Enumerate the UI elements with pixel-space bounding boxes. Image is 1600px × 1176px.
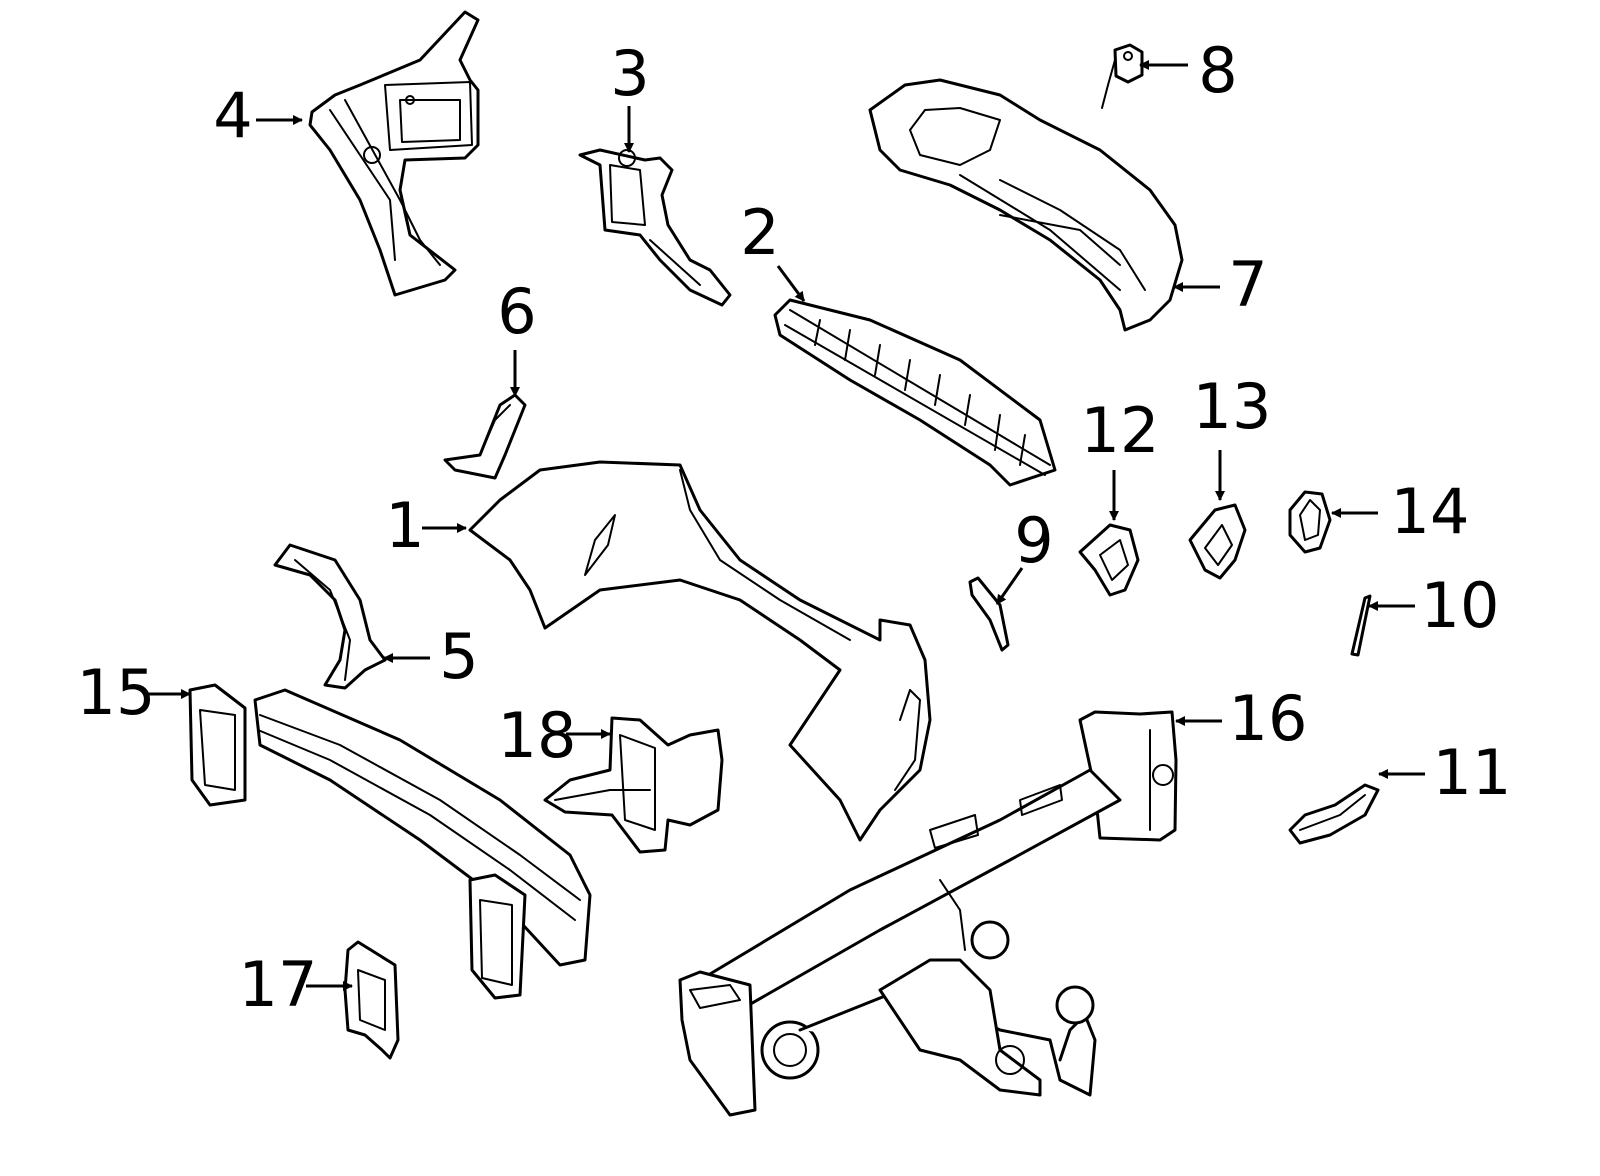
callout-15: 15 — [77, 656, 156, 729]
part-13-cap — [1188, 503, 1247, 580]
callout-9: 9 — [1014, 504, 1053, 577]
callout-5: 5 — [439, 620, 478, 693]
callout-10: 10 — [1421, 569, 1500, 642]
part-9-trim — [968, 576, 1010, 652]
part-11-trim — [1288, 783, 1380, 845]
part-2-absorber — [773, 298, 1057, 487]
part-15-reinforcement — [188, 683, 592, 1000]
part-3-bracket — [578, 148, 732, 307]
part-12-cap — [1078, 523, 1140, 597]
callout-6: 6 — [497, 275, 536, 348]
callout-labels: 1 2 3 4 5 6 7 8 9 10 11 12 13 14 15 16 1… — [77, 34, 1512, 1021]
callout-16: 16 — [1229, 682, 1308, 755]
part-4-bracket — [308, 10, 480, 297]
leader-9 — [995, 567, 1024, 605]
leader-lines — [144, 60, 1425, 991]
part-8-sensor — [1101, 43, 1144, 109]
callout-18: 18 — [498, 699, 577, 772]
callout-12: 12 — [1081, 394, 1160, 467]
part-16-tow-hitch — [678, 710, 1178, 1117]
callout-4: 4 — [213, 79, 252, 152]
part-10-strip — [1350, 594, 1372, 657]
callout-3: 3 — [610, 37, 649, 110]
callout-8: 8 — [1198, 34, 1237, 107]
part-14-ring — [1288, 490, 1332, 554]
callout-11: 11 — [1433, 736, 1512, 809]
callout-7: 7 — [1228, 248, 1267, 321]
part-17-plate — [343, 940, 400, 1060]
callout-13: 13 — [1193, 370, 1272, 443]
part-7-lower-cover — [868, 78, 1184, 332]
part-1-bumper-cover — [468, 460, 932, 842]
part-5-arch-bracket — [273, 543, 387, 690]
callout-17: 17 — [239, 948, 318, 1021]
part-6-bracket — [443, 393, 527, 480]
callout-14: 14 — [1391, 475, 1470, 548]
leader-2 — [776, 265, 806, 302]
callout-1: 1 — [385, 489, 424, 562]
part-18-hitch-bracket — [543, 716, 724, 854]
callout-2: 2 — [740, 196, 779, 269]
